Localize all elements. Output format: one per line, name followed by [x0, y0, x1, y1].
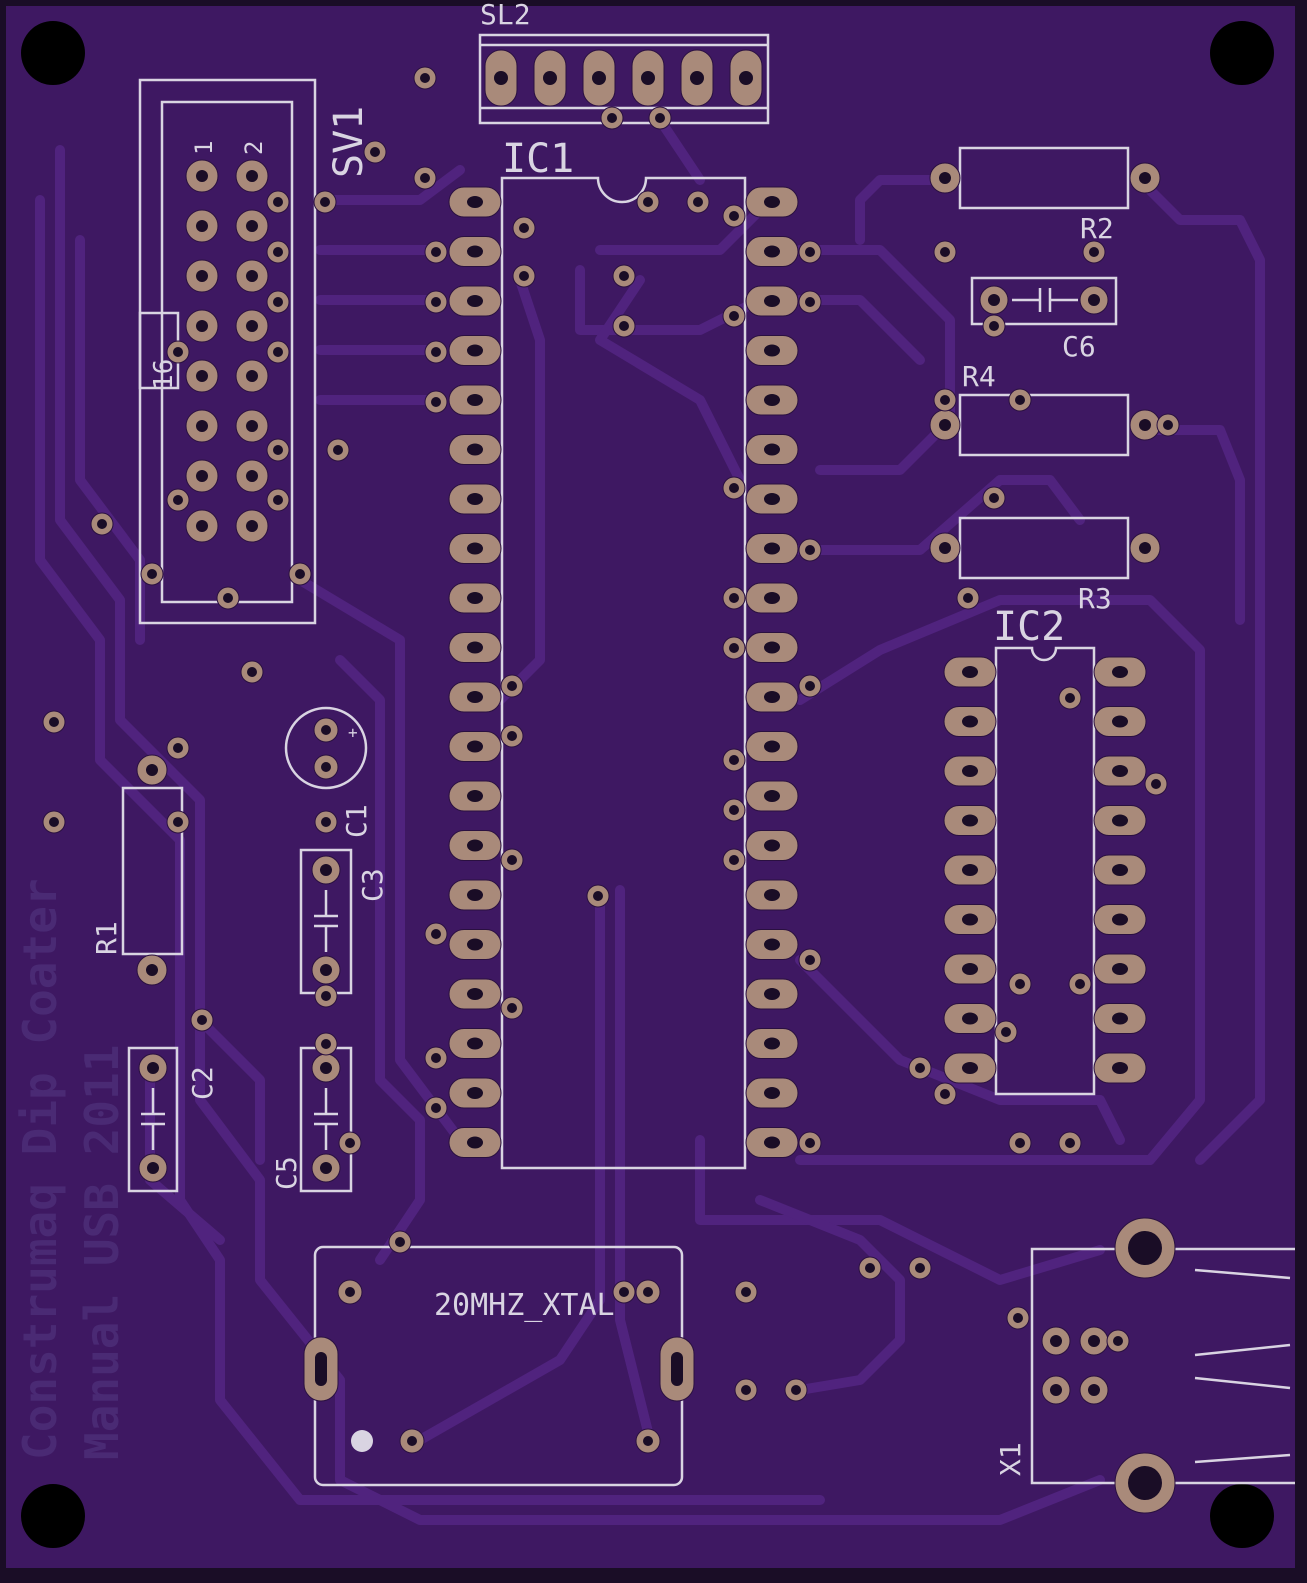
label-c2: C2 — [186, 1066, 219, 1100]
label-xtal: 20MHZ_XTAL — [434, 1288, 615, 1323]
label-c6: C6 — [1062, 330, 1096, 363]
resistor-r4: R4 — [929, 360, 1161, 457]
capacitor-c6: C6 — [970, 276, 1118, 363]
label-sv1-pin2: 2 — [240, 141, 268, 155]
label-r4: R4 — [962, 360, 996, 393]
capacitor-c1: + C1 — [284, 706, 373, 838]
label-c5: C5 — [270, 1156, 303, 1190]
vias — [42, 66, 1180, 1402]
mounting-hole-icon — [21, 21, 1274, 1548]
label-r2: R2 — [1080, 212, 1114, 245]
board-text: Construmaq Dip Coater Manual USB 2011 — [13, 878, 129, 1460]
label-sv1-pin16: 16 — [149, 359, 179, 390]
label-sl2: SL2 — [480, 0, 531, 31]
chip-ic1: IC1 — [448, 136, 799, 1170]
label-sv1: SV1 — [326, 106, 372, 178]
label-c1-polarity: + — [348, 723, 358, 742]
label-r3: R3 — [1078, 582, 1112, 615]
label-c1: C1 — [340, 804, 373, 838]
copper-traces — [35, 115, 1265, 1525]
label-x1: X1 — [994, 1442, 1027, 1476]
resistor-r1: R1 — [90, 754, 184, 986]
resistor-r3: R3 — [929, 516, 1161, 615]
chip-ic2: IC2 — [943, 604, 1147, 1096]
connector-sl2: SL2 — [478, 0, 770, 125]
label-ic1: IC1 — [502, 136, 574, 182]
board-text-line2: Manual USB 2011 — [75, 1045, 129, 1460]
label-ic2: IC2 — [993, 604, 1065, 650]
label-r1: R1 — [90, 921, 123, 955]
board-text-line1: Construmaq Dip Coater — [13, 878, 67, 1460]
crystal-20mhz: 20MHZ_XTAL — [303, 1245, 695, 1487]
capacitor-c2: C2 — [127, 1046, 219, 1193]
label-c3: C3 — [356, 868, 389, 902]
resistor-r2: R2 — [929, 146, 1161, 245]
usb-connector-x1: X1 — [994, 1217, 1295, 1514]
label-sv1-pin1: 1 — [190, 141, 218, 155]
header-sv1: SV1 1 2 16 — [138, 78, 372, 625]
